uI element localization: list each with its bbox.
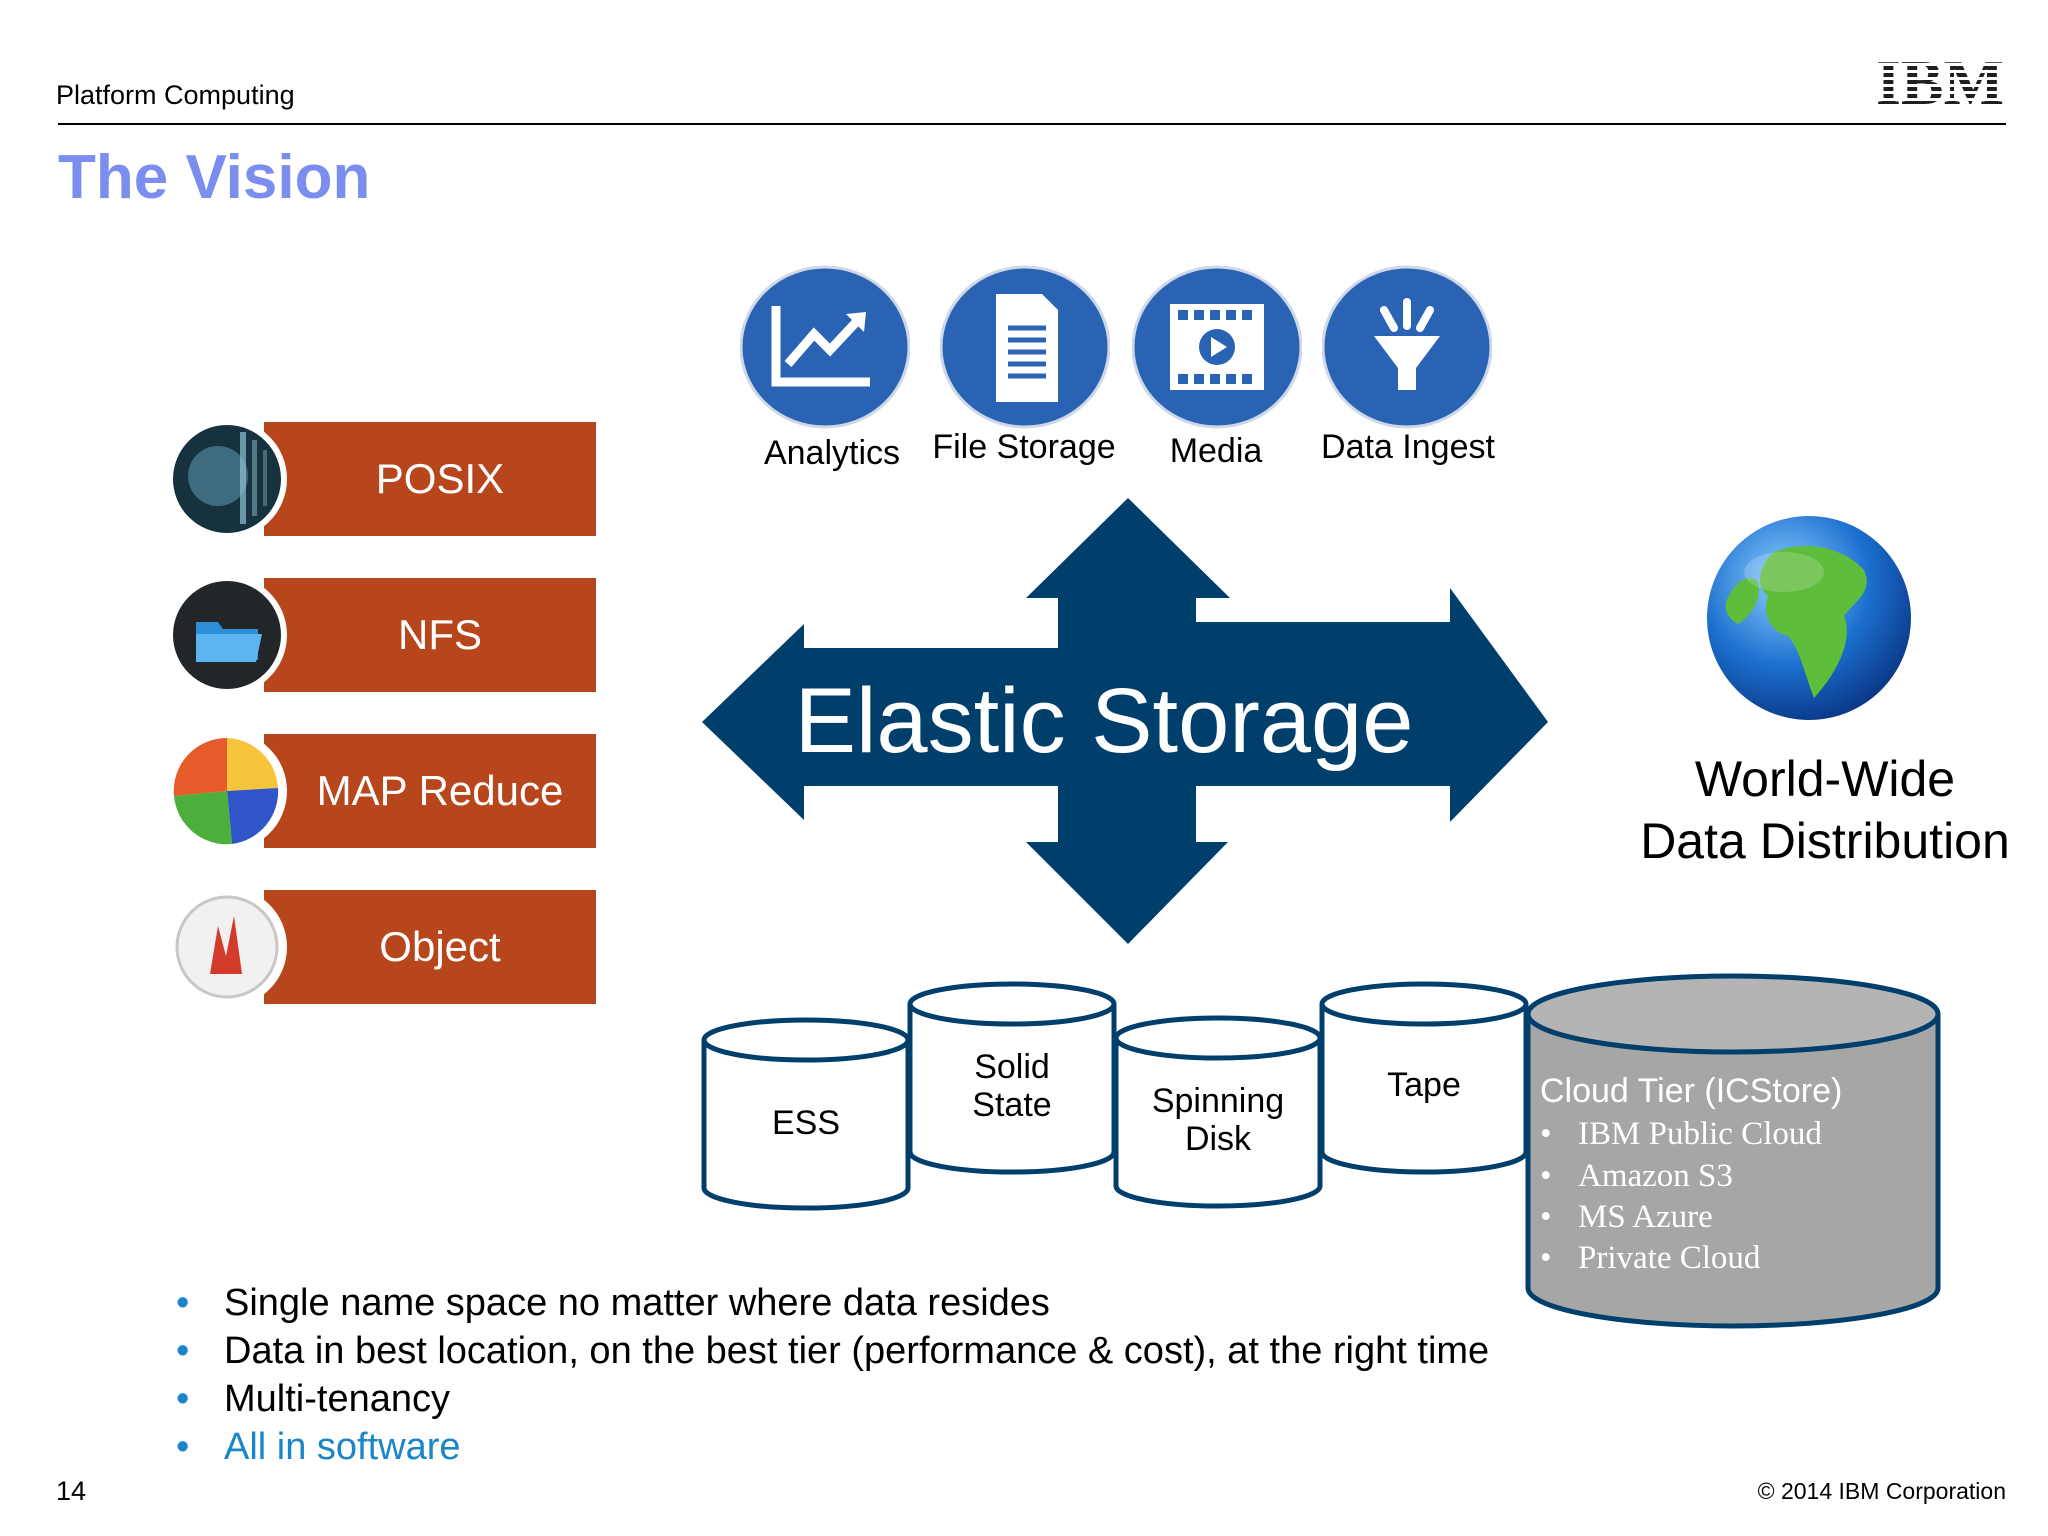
protocol-label: MAP Reduce [316,767,564,814]
ibm-logo: IBM [1876,52,2004,108]
slide-title: The Vision [58,143,371,212]
cloud-tier-item: • IBM Public Cloud [1540,1116,1822,1153]
header-brand: Platform Computing [56,80,295,110]
tier-label-line: Solid [974,1048,1050,1086]
folder-icon [167,575,287,695]
distribution-line1: World-Wide [1694,751,1956,807]
protocol-label: NFS [398,611,482,658]
tier-label-ess: ESS [706,1104,906,1142]
protocol-box-mapreduce: MAP Reduce [264,734,596,848]
cloud-bullet: • [1540,1158,1552,1194]
app-label-file-storage: File Storage [932,428,1116,466]
app-label-data-ingest: Data Ingest [1321,428,1495,466]
tier-label-solid-state: Solid State [912,1048,1112,1124]
tier-label-line: ESS [771,1104,841,1142]
bullet-text: Data in best location, on the best tier … [224,1330,1490,1372]
protocol-label: POSIX [375,455,505,502]
center-label: Elastic Storage [795,670,1414,772]
globe-icon [1707,516,1911,720]
object-app-icon [167,887,287,1007]
cloud-item-text: IBM Public Cloud [1578,1116,1822,1152]
bullet-text-highlight: All in software [224,1426,461,1468]
binary-globe-icon [167,419,287,539]
distribution-label: World-Wide Data Distribution [1630,748,2020,872]
app-label-analytics: Analytics [763,434,901,472]
cloud-bullet: • [1540,1240,1552,1276]
protocol-label: Object [379,923,501,970]
bullet-mark: • [176,1378,190,1420]
four-way-arrow [702,498,1548,944]
cloud-item-text: MS Azure [1578,1199,1713,1235]
cloud-tier-title: Cloud Tier (ICStore) [1540,1072,1843,1110]
page-number: 14 [56,1476,87,1506]
tier-label-line: Tape [1387,1066,1461,1104]
tier-label-line: Spinning [1151,1082,1285,1120]
cloud-bullet: • [1540,1116,1552,1152]
protocol-box-posix: POSIX [264,422,596,536]
film-play-icon [1132,265,1302,429]
cloud-bullet: • [1540,1199,1552,1235]
copyright: © 2014 IBM Corporation [1757,1478,2006,1504]
protocol-box-object: Object [264,890,596,1004]
tier-label-tape: Tape [1324,1066,1524,1104]
line-chart-icon [740,265,910,429]
cloud-item-text: Amazon S3 [1578,1158,1733,1194]
bullet-mark: • [176,1330,190,1372]
ibm-logo-text: IBM [1876,52,2004,108]
pie-chart-icon [167,731,287,851]
header-divider [58,123,2006,125]
cloud-tier-item: • Amazon S3 [1540,1158,1733,1195]
cylinder-tape-top [1319,981,1529,1027]
bullet-text: Multi-tenancy [224,1378,450,1420]
distribution-line2: Data Distribution [1640,813,2010,869]
cloud-item-text: Private Cloud [1578,1240,1761,1276]
funnel-icon [1322,265,1492,429]
cylinder-spinning-disk-top [1113,1015,1323,1061]
document-icon [940,265,1110,429]
bullet-mark: • [176,1426,190,1468]
bullet-mark: • [176,1282,190,1324]
cloud-tier-item: • MS Azure [1540,1199,1713,1236]
cylinder-ess-top [701,1017,911,1063]
tier-label-line: State [972,1086,1052,1124]
cloud-tier-item: • Private Cloud [1540,1240,1760,1277]
cylinder-solid-state-top [907,981,1117,1027]
tier-label-spinning-disk: Spinning Disk [1118,1082,1318,1158]
bullet-text: Single name space no matter where data r… [224,1282,1050,1324]
app-label-media: Media [1169,432,1263,470]
protocol-box-nfs: NFS [264,578,596,692]
tier-label-line: Disk [1184,1120,1252,1158]
